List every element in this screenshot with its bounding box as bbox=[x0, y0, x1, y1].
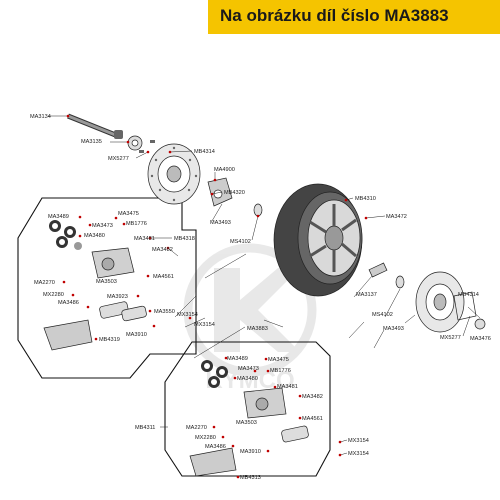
label-MA3486-bottom: MA3486 bbox=[205, 444, 226, 450]
axle-collar bbox=[127, 135, 143, 151]
label-MA3910-left: MA3910 bbox=[126, 332, 147, 338]
right-nut bbox=[474, 318, 486, 330]
label-MA3134: MA3134 bbox=[30, 114, 51, 120]
axle-part bbox=[67, 113, 123, 139]
label-MA3473-left: MA3473 bbox=[92, 223, 113, 229]
speedo-gear bbox=[207, 177, 233, 207]
label-MB4313: MB4313 bbox=[240, 475, 261, 481]
label-MB4314: MB4314 bbox=[194, 149, 215, 155]
label-MA3473-bottom: MA3473 bbox=[238, 366, 259, 372]
right-disc-bracket bbox=[453, 291, 477, 321]
label-MA3503-left: MA3503 bbox=[96, 279, 117, 285]
label-MS4102-right: MS4102 bbox=[372, 312, 393, 318]
label-MA3910-bottom: MA3910 bbox=[240, 449, 261, 455]
label-MA3475-left: MA3475 bbox=[118, 211, 139, 217]
label-MA3481-bottom: MA3481 bbox=[277, 384, 298, 390]
right-seal bbox=[395, 275, 405, 289]
label-MA3137: MA3137 bbox=[356, 292, 377, 298]
label-MA3482-bottom: MA3482 bbox=[302, 394, 323, 400]
label-MB4319: MB4319 bbox=[99, 337, 120, 343]
label-MA3883: MA3883 bbox=[247, 326, 268, 332]
small-seal bbox=[253, 203, 263, 217]
left-caliper-group-frame bbox=[17, 197, 197, 379]
left-caliper-seals bbox=[49, 220, 82, 250]
label-MA2270-bottom: MA2270 bbox=[186, 425, 207, 431]
title-banner: Na obrázku díl číslo MA3883 bbox=[208, 0, 500, 34]
label-MB1776-bottom: MB1776 bbox=[270, 368, 291, 374]
leader-lines bbox=[48, 115, 481, 456]
label-MA3493-top: MA3493 bbox=[210, 220, 231, 226]
right-spacer-tube bbox=[368, 262, 388, 278]
label-MA3476: MA3476 bbox=[470, 336, 491, 342]
label-MA3493-right: MA3493 bbox=[383, 326, 404, 332]
bottom-caliper-bracket bbox=[189, 447, 237, 477]
label-MA3481-left: MA3481 bbox=[134, 236, 155, 242]
label-MA3489-bottom: MA3489 bbox=[227, 356, 248, 362]
label-MA3480-left: MA3480 bbox=[84, 233, 105, 239]
left-brake-pads bbox=[99, 301, 147, 322]
label-MB4320: MB4320 bbox=[224, 190, 245, 196]
left-brake-disc bbox=[147, 143, 201, 205]
label-MB4311: MB4311 bbox=[135, 425, 155, 431]
label-MB4318: MB4318 bbox=[174, 236, 195, 242]
label-MB4314-right: MB4314 bbox=[458, 292, 479, 298]
label-MA3486-left: MA3486 bbox=[58, 300, 79, 306]
bottom-caliper-body bbox=[243, 387, 287, 419]
label-MX2280-bottom: MX2280 bbox=[195, 435, 216, 441]
label-MA3472: MA3472 bbox=[386, 214, 407, 220]
leader-dots bbox=[62, 114, 368, 479]
disc-bolts-left bbox=[139, 140, 155, 153]
bottom-brake-pads bbox=[281, 425, 309, 443]
label-MA4561-left: MA4561 bbox=[153, 274, 174, 280]
label-MX3154-bottom-a: MX3154 bbox=[348, 438, 369, 444]
banner-title: Na obrázku díl číslo MA3883 bbox=[220, 6, 449, 25]
bottom-caliper-group-frame bbox=[164, 341, 331, 477]
label-MX5277-right: MX5277 bbox=[440, 335, 461, 341]
label-MX3154-left-b: MX3154 bbox=[194, 322, 215, 328]
label-MA3480-bottom: MA3480 bbox=[237, 376, 258, 382]
kymco-watermark: KYMCO bbox=[183, 243, 317, 394]
label-MA3135: MA3135 bbox=[81, 139, 102, 145]
bottom-caliper-seals bbox=[201, 360, 228, 388]
label-MA3923: MA3923 bbox=[107, 294, 128, 300]
label-MA4900: MA4900 bbox=[214, 167, 235, 173]
label-MX3154-bottom-b: MX3154 bbox=[348, 451, 369, 457]
left-caliper-bracket bbox=[43, 319, 93, 351]
label-MS4102-left: MS4102 bbox=[230, 239, 251, 245]
label-MX3154-left-a: MX3154 bbox=[177, 312, 198, 318]
label-MX5277: MX5277 bbox=[108, 156, 129, 162]
right-brake-disc bbox=[415, 271, 465, 333]
label-MA3475-bottom: MA3475 bbox=[268, 357, 289, 363]
label-MB1776-left: MB1776 bbox=[126, 221, 147, 227]
label-MB4310: MB4310 bbox=[355, 196, 376, 202]
label-MA2270-left: MA2270 bbox=[34, 280, 55, 286]
label-MA4561-bottom: MA4561 bbox=[302, 416, 323, 422]
label-MA3482-left: MA3482 bbox=[152, 247, 173, 253]
rear-wheel bbox=[273, 183, 363, 297]
left-caliper-body bbox=[91, 247, 135, 279]
label-MA3550: MA3550 bbox=[154, 309, 175, 315]
label-MX2280-left: MX2280 bbox=[43, 292, 64, 298]
label-MA3489-left: MA3489 bbox=[48, 214, 69, 220]
label-MA3503-bottom: MA3503 bbox=[236, 420, 257, 426]
